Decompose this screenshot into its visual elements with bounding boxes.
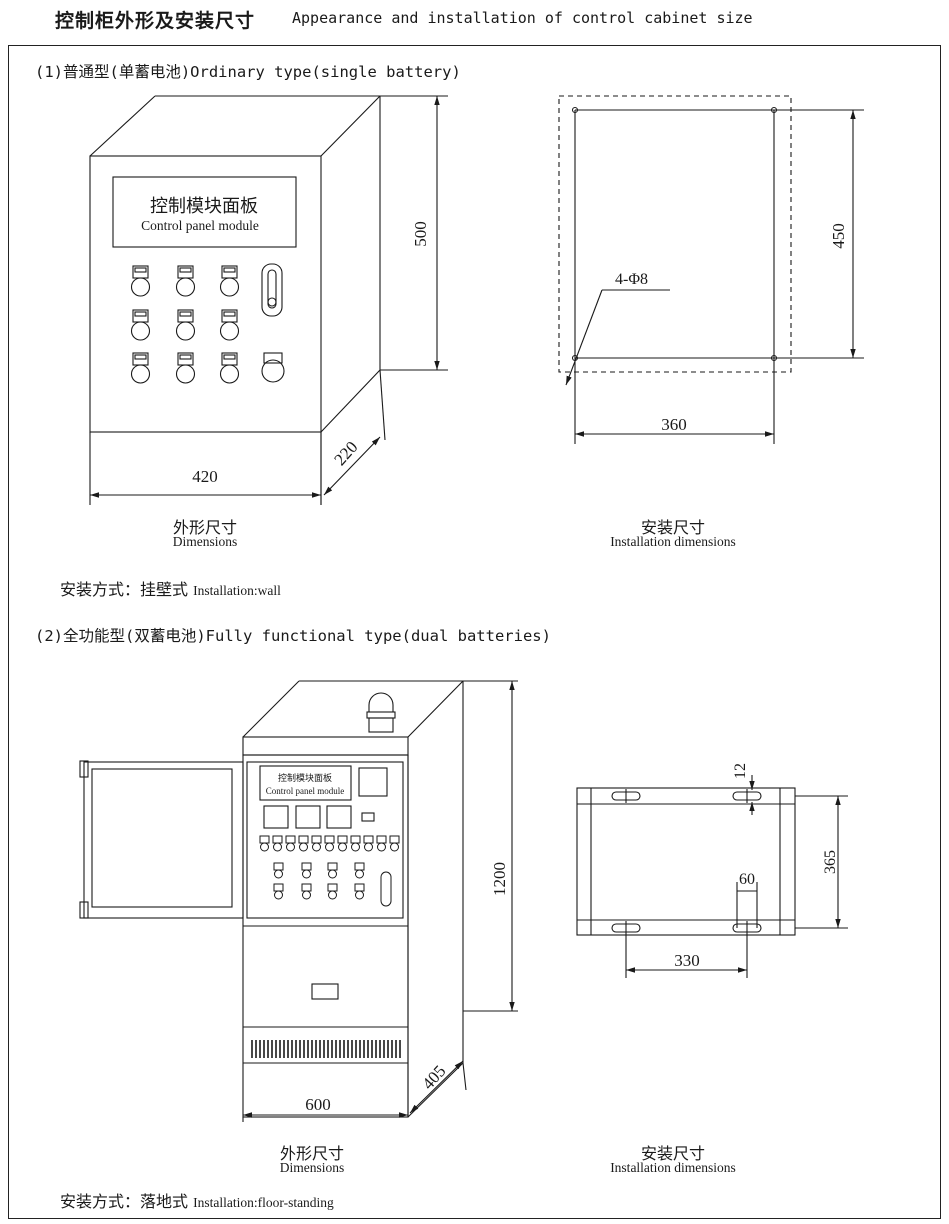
cabinet1-dim-height (380, 95, 448, 371)
cabinet1-switches (130, 263, 285, 384)
install1-dim-360 (574, 358, 775, 444)
cabinet1-panel-label-cn: 控制模块面板 (150, 196, 258, 217)
cabinet2-door (79, 760, 244, 919)
section2-caption-dimensions-en: Dimensions (279, 1160, 345, 1175)
cabinet2-dim-depth (409, 1060, 467, 1114)
section2-caption-dimensions-cn: 外形尺寸 (279, 1144, 344, 1163)
section1-caption-install-cn: 安装尺寸 (640, 518, 705, 537)
cabinet2-height-label: 1200 (490, 862, 509, 896)
cabinet1-height-label: 500 (411, 221, 430, 247)
cabinet1-depth-label: 220 (330, 437, 361, 469)
cabinet2-lock (311, 983, 339, 1000)
install1-hole-leader (565, 289, 670, 386)
section2-install-method-en: Installation:floor-standing (193, 1195, 334, 1210)
cabinet1-panel-window (112, 176, 297, 248)
install1-height-label: 450 (829, 223, 848, 249)
section2-caption-install-cn: 安装尺寸 (640, 1144, 705, 1163)
cabinet2-breakers (259, 835, 400, 907)
section1-install-method: 安装方式：挂壁式 Installation:wall (60, 576, 281, 600)
cabinet2-meters (263, 805, 352, 829)
section2-heading: (2)全功能型(双蓄电池)Fully functional type(dual … (35, 627, 551, 645)
section1-heading: (1)普通型(单蓄电池)Ordinary type(single battery… (35, 63, 461, 81)
install2-slotlen-label: 60 (739, 871, 755, 888)
cabinet2-dim-width (242, 1112, 408, 1122)
cabinet2-panel-window (259, 765, 352, 801)
cabinet2-depth-label: 405 (418, 1061, 449, 1093)
install2-dim-60 (736, 882, 758, 928)
section1-install-method-cn: 安装方式：挂壁式 (60, 580, 189, 599)
install2-dim-330 (625, 935, 748, 978)
cabinet2-beacon-icon (366, 692, 396, 733)
section2-caption-install-en: Installation dimensions (610, 1160, 736, 1175)
cabinet2-display (358, 767, 388, 797)
install1-outline (558, 95, 864, 373)
cabinet1-dim-depth (320, 369, 386, 505)
section1-caption-dimensions-en: Dimensions (172, 534, 238, 549)
cabinet2-dim-height (463, 680, 518, 1012)
page-title-en: Appearance and installation of control c… (292, 9, 753, 27)
install2-outline (576, 787, 796, 936)
page-title-cn: 控制柜外形及安装尺寸 (55, 10, 256, 32)
cabinet2-indicator (361, 812, 375, 822)
cabinet2-outline (242, 680, 464, 1118)
cabinet1-outline (89, 95, 381, 433)
cabinet2-vent-icon (251, 1040, 401, 1058)
install2-depth-label: 365 (822, 850, 839, 874)
section1-caption-dimensions-cn: 外形尺寸 (172, 518, 237, 537)
install1-width-label: 360 (661, 415, 687, 434)
cabinet1-panel-label-en: Control panel module (141, 218, 259, 233)
install2-slot-label: 12 (732, 763, 749, 779)
install1-hole-label: 4-Φ8 (615, 271, 648, 288)
content-frame (8, 45, 941, 1219)
section2-install-method: 安装方式：落地式 Installation:floor-standing (60, 1188, 334, 1212)
section1-caption-install-en: Installation dimensions (610, 534, 736, 549)
cabinet1-width-label: 420 (192, 467, 218, 486)
install2-dim-365 (795, 795, 848, 929)
cabinet2-panel-label-en: Control panel module (266, 786, 345, 796)
cabinet1-handle (261, 263, 283, 317)
install2-width-label: 330 (674, 951, 700, 970)
section1-install-method-en: Installation:wall (193, 583, 281, 598)
cabinet2-panel-label-cn: 控制模块面板 (278, 772, 332, 784)
section2-install-method-cn: 安装方式：落地式 (60, 1192, 189, 1211)
cabinet2-width-label: 600 (305, 1095, 331, 1114)
